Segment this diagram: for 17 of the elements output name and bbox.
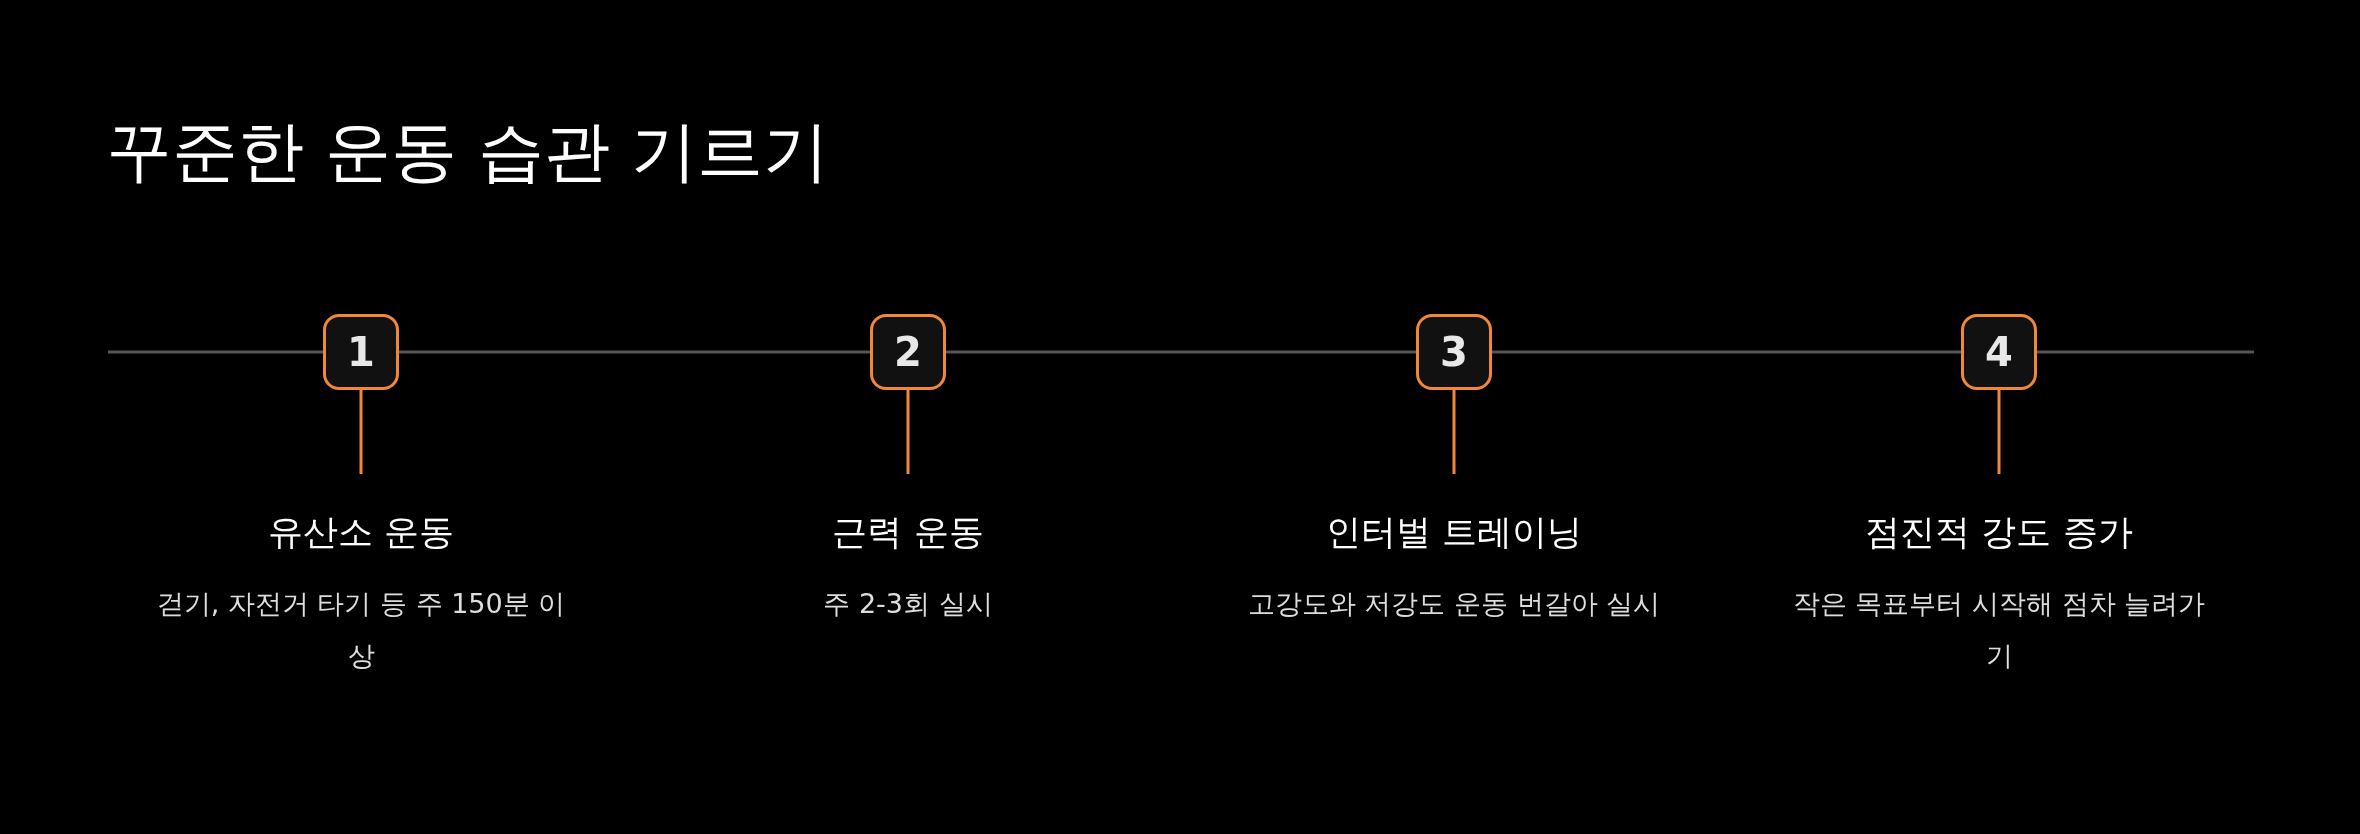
step-number: 2 (870, 314, 946, 390)
step-number: 3 (1416, 314, 1492, 390)
step-heading: 유산소 운동 (266, 511, 456, 554)
step-number: 4 (1961, 314, 2037, 390)
connector-line (359, 390, 363, 474)
step-description: 주 2-3회 실시 (822, 586, 994, 621)
step-description: 작은 목표부터 시작해 점차 늘려가기 (1791, 586, 2207, 674)
step-heading: 근력 운동 (831, 511, 985, 554)
step-description: 고강도와 저강도 운동 번갈아 실시 (1246, 586, 1662, 621)
step-description: 걷기, 자전거 타기 등 주 150분 이상 (155, 586, 567, 674)
step-number: 1 (323, 314, 399, 390)
connector-line (906, 390, 910, 474)
title: 꾸준한 운동 습관 기르기 (106, 112, 829, 192)
step-heading: 인터벌 트레이닝 (1324, 511, 1584, 554)
step-heading: 점진적 강도 증가 (1864, 511, 2134, 554)
connector-line (1452, 390, 1456, 474)
connector-line (1997, 390, 2001, 474)
